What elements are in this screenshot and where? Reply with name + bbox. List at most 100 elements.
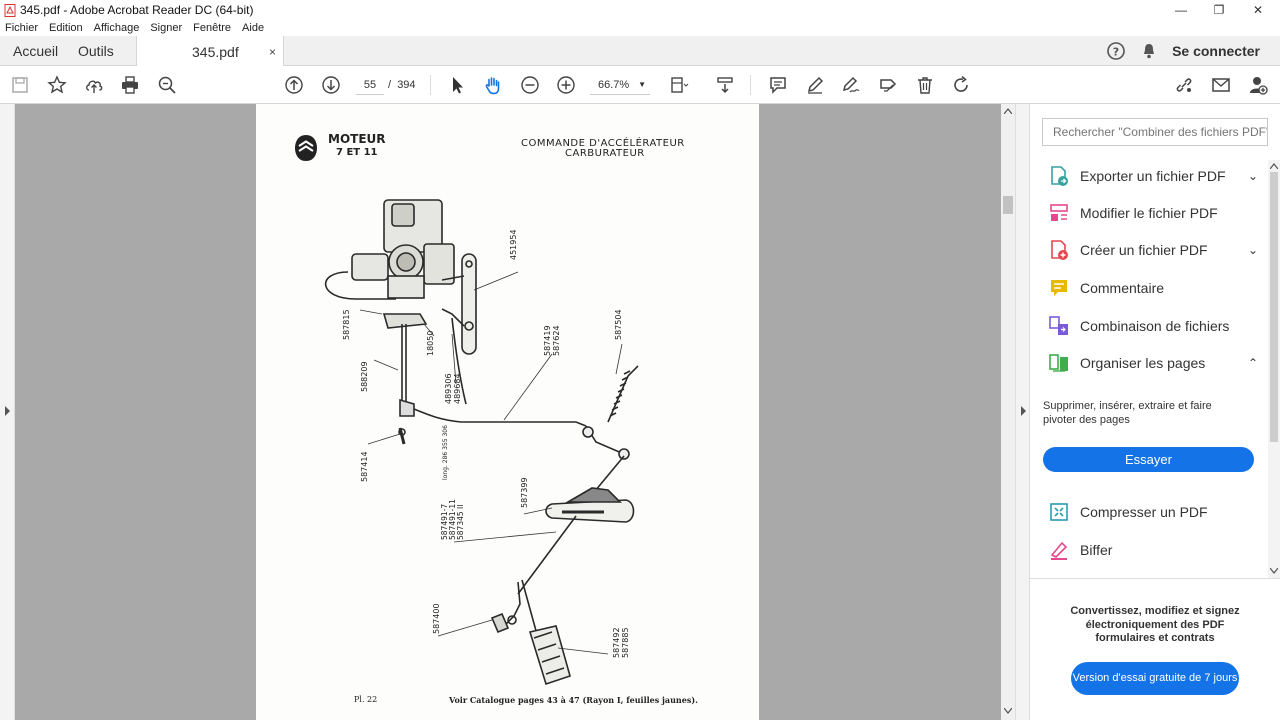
tool-comment[interactable]: Commentaire: [1048, 276, 1258, 300]
account-area: ? Se connecter: [1106, 36, 1280, 66]
redact-icon: [1050, 541, 1068, 560]
add-user-button[interactable]: [1247, 74, 1269, 96]
user-plus-icon: [1250, 77, 1268, 95]
edit-pdf-icon: [1050, 204, 1068, 221]
scroll-up-arrow-icon[interactable]: [1270, 163, 1278, 169]
menu-signer[interactable]: Signer: [150, 22, 183, 34]
chevron-down-icon[interactable]: ⌄: [1247, 243, 1258, 257]
page-count: 394: [397, 79, 416, 91]
part-label: 587504: [614, 309, 623, 340]
find-button[interactable]: [156, 74, 178, 96]
maximize-button[interactable]: ❐: [1213, 3, 1225, 17]
email-button[interactable]: [1210, 74, 1232, 96]
scroll-down-arrow-icon[interactable]: [1004, 708, 1012, 714]
tool-label: Combinaison de fichiers: [1080, 318, 1230, 334]
zoom-in-button[interactable]: [555, 74, 577, 96]
free-trial-button[interactable]: Version d'essai gratuite de 7 jours: [1071, 662, 1239, 695]
link-person-icon: [1176, 78, 1192, 92]
save-button[interactable]: [9, 74, 31, 96]
send-sign-button[interactable]: [877, 74, 899, 96]
pane-divider: [1030, 578, 1280, 579]
tab-bar: Accueil Outils 345.pdf × ? Se connecter: [0, 36, 1280, 67]
toolbar-divider: [430, 75, 431, 95]
document-viewer[interactable]: MOTEUR 7 ET 11 COMMANDE D'ACCÉLÉRATEUR C…: [15, 104, 1001, 720]
part-label: 18050: [426, 330, 435, 356]
menu-edition[interactable]: Edition: [49, 22, 83, 34]
part-label: 451954: [509, 229, 518, 260]
part-label: 587492: [612, 627, 621, 658]
tab-document[interactable]: 345.pdf ×: [136, 36, 284, 67]
magnifier-minus-icon: [158, 76, 176, 94]
part-label: 587885: [621, 627, 630, 658]
part-label: 587399: [520, 477, 529, 508]
scroll-mode-button[interactable]: [714, 74, 736, 96]
upload-button[interactable]: [83, 74, 105, 96]
tool-label: Organiser les pages: [1080, 355, 1206, 371]
minus-circle-icon: [521, 76, 539, 94]
bookmark-button[interactable]: [46, 74, 68, 96]
hand-icon: [485, 77, 500, 95]
select-tool-button[interactable]: [446, 74, 468, 96]
previous-page-button[interactable]: [283, 74, 305, 96]
chevron-right-icon: [5, 406, 10, 416]
sign-in-link[interactable]: Se connecter: [1172, 43, 1260, 59]
right-panel-toggle[interactable]: [1015, 104, 1030, 720]
scrollbar-thumb[interactable]: [1003, 196, 1013, 214]
page-layout-icon: [671, 77, 689, 93]
trash-icon: [918, 77, 932, 94]
minimize-button[interactable]: —: [1175, 3, 1187, 17]
close-window-button[interactable]: ✕: [1252, 3, 1264, 17]
menu-fichier[interactable]: Fichier: [5, 22, 39, 34]
hand-tool-button[interactable]: [482, 74, 504, 96]
try-organize-button[interactable]: Essayer: [1043, 447, 1254, 472]
share-edit-icon: [880, 79, 897, 92]
zoom-level-select[interactable]: 66.7%▼: [590, 75, 650, 95]
highlight-button[interactable]: [804, 74, 826, 96]
page-number-input[interactable]: 55: [356, 75, 384, 95]
printer-icon: [122, 76, 138, 94]
tool-organize-pages[interactable]: Organiser les pages ⌃: [1048, 351, 1258, 375]
scrollbar-thumb[interactable]: [1270, 172, 1278, 442]
tool-create-pdf[interactable]: Créer un fichier PDF ⌄: [1048, 238, 1258, 262]
tool-export-pdf[interactable]: Exporter un fichier PDF ⌄: [1048, 164, 1258, 188]
left-panel-toggle[interactable]: [0, 104, 15, 720]
tab-outils[interactable]: Outils: [78, 43, 114, 59]
svg-text:?: ?: [1113, 46, 1119, 59]
chevron-down-icon[interactable]: ⌄: [1247, 169, 1258, 183]
help-icon[interactable]: ?: [1106, 41, 1126, 61]
tools-pane-scrollbar[interactable]: [1268, 160, 1280, 578]
part-label: 588209: [360, 361, 369, 392]
scroll-up-arrow-icon[interactable]: [1004, 108, 1012, 114]
tool-label: Compresser un PDF: [1080, 504, 1208, 520]
tool-label: Commentaire: [1080, 280, 1165, 296]
comment-button[interactable]: [767, 74, 789, 96]
envelope-icon: [1212, 78, 1230, 92]
document-scrollbar[interactable]: [1001, 104, 1015, 720]
sign-pen-icon: [842, 76, 860, 93]
scroll-down-arrow-icon[interactable]: [1270, 568, 1278, 574]
pdf-header-title: COMMANDE D'ACCÉLÉRATEUR: [521, 138, 685, 149]
save-icon: [12, 77, 28, 93]
share-link-button[interactable]: [1173, 74, 1195, 96]
close-tab-icon[interactable]: ×: [268, 44, 276, 59]
tool-compress-pdf[interactable]: Compresser un PDF: [1048, 500, 1258, 524]
next-page-button[interactable]: [320, 74, 342, 96]
page-display-button[interactable]: [668, 74, 690, 96]
notification-bell-icon[interactable]: [1140, 42, 1158, 60]
tool-combine-files[interactable]: Combinaison de fichiers: [1048, 314, 1258, 338]
tool-edit-pdf[interactable]: Modifier le fichier PDF: [1048, 201, 1258, 225]
tools-search-input[interactable]: [1042, 118, 1268, 146]
tool-redact[interactable]: Biffer: [1048, 538, 1258, 562]
zoom-level-value: 66.7%: [598, 79, 630, 91]
delete-button[interactable]: [914, 74, 936, 96]
chevron-up-icon[interactable]: ⌃: [1247, 356, 1258, 370]
fill-sign-button[interactable]: [840, 74, 862, 96]
menu-affichage[interactable]: Affichage: [93, 22, 140, 34]
print-button[interactable]: [119, 74, 141, 96]
tab-accueil[interactable]: Accueil: [13, 43, 59, 59]
menu-fenetre[interactable]: Fenêtre: [193, 22, 232, 34]
rotate-button[interactable]: [950, 74, 972, 96]
plus-circle-icon: [557, 76, 575, 94]
menu-aide[interactable]: Aide: [242, 22, 265, 34]
zoom-out-button[interactable]: [519, 74, 541, 96]
